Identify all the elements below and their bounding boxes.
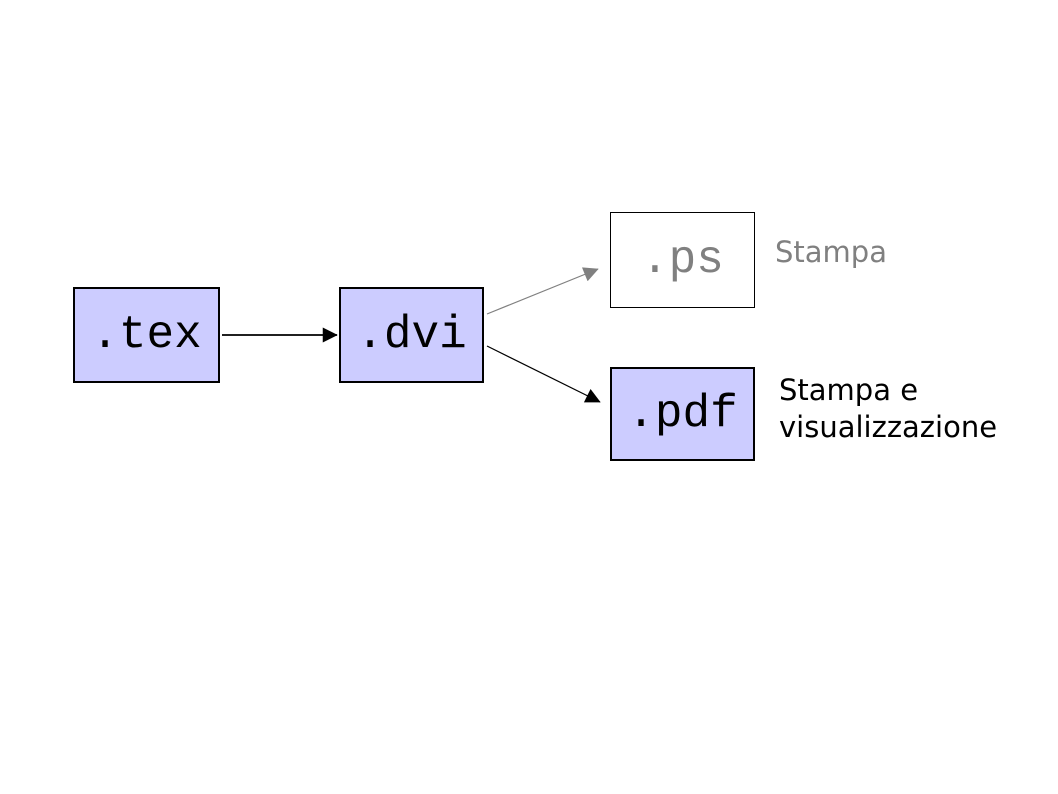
node-tex: .tex [73, 287, 220, 383]
node-pdf-label: .pdf [627, 388, 738, 440]
node-dvi: .dvi [339, 287, 484, 383]
node-pdf: .pdf [610, 367, 755, 461]
node-ps-label: .ps [641, 234, 724, 286]
node-tex-label: .tex [91, 309, 202, 361]
caption-stampa-line: Stampa [775, 235, 887, 269]
edge-dvi-to-ps-arrow [486, 267, 599, 315]
caption-pdf-line-1: Stampa e [779, 373, 919, 407]
edge-dvi-to-pdf-arrow [486, 345, 601, 403]
caption-stampa-e-visualizzazione: Stampa e visualizzazione [779, 372, 997, 446]
caption-stampa: Stampa [775, 234, 887, 271]
node-ps: .ps [610, 212, 755, 308]
node-dvi-label: .dvi [356, 309, 467, 361]
caption-pdf-line-2: visualizzazione [779, 410, 998, 444]
